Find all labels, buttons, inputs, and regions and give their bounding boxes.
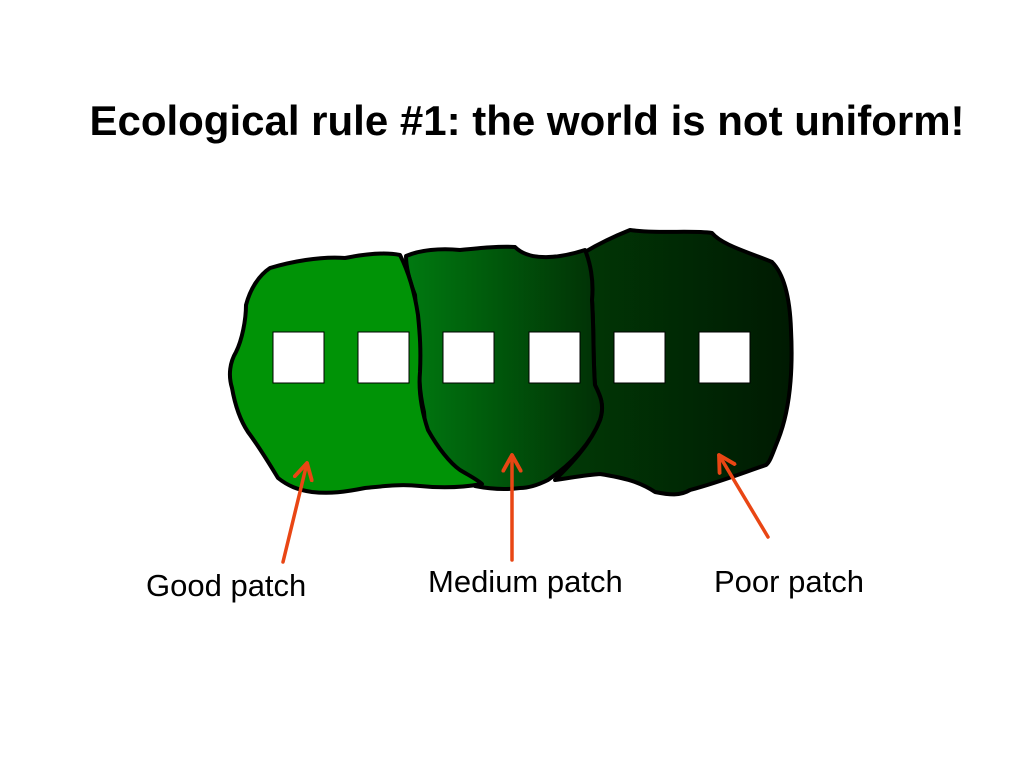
- good-patch-label: Good patch: [146, 568, 307, 603]
- sample-square: [357, 331, 410, 384]
- sample-square: [442, 331, 495, 384]
- sample-square: [698, 331, 751, 384]
- sample-square: [528, 331, 581, 384]
- poor-patch-label: Poor patch: [714, 564, 864, 599]
- slide-title: Ecological rule #1: the world is not uni…: [89, 97, 965, 144]
- sample-square: [272, 331, 325, 384]
- good-patch-arrow: [281, 463, 307, 564]
- sample-square: [613, 331, 666, 384]
- good-patch: [227, 251, 484, 495]
- poor-patch-arrow: [719, 455, 770, 539]
- medium-patch-label: Medium patch: [428, 564, 623, 599]
